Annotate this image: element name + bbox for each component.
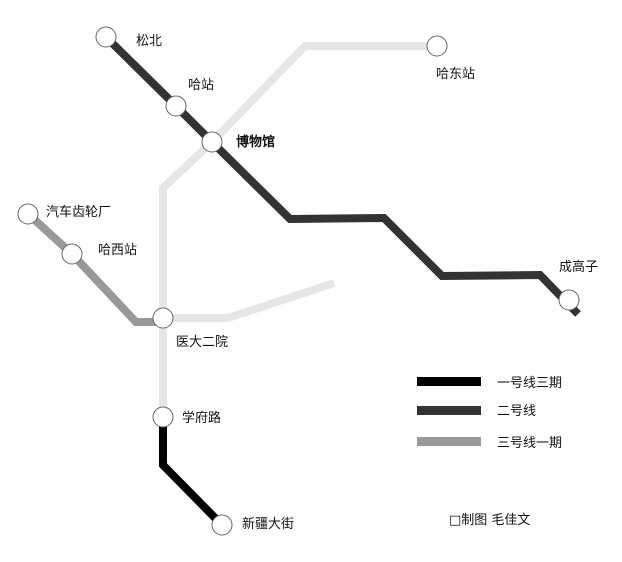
station-label: 学府路 [182, 410, 221, 426]
station-hadongzhan[interactable]: 哈东站 [426, 35, 475, 82]
legend-label-line3-phase1: 三号线一期 [497, 436, 562, 451]
legend-swatch-line2 [417, 406, 481, 415]
station-label: 哈东站 [436, 67, 475, 82]
station-bowuguan[interactable]: 博物馆 [201, 131, 275, 153]
station-qichechilunchang[interactable]: 汽车齿轮厂 [17, 203, 111, 225]
legend-label-line2: 二号线 [497, 404, 536, 419]
station-songbei[interactable]: 松北 [95, 26, 162, 49]
legend-swatch-line1-phase3 [417, 377, 481, 386]
station-xinjiangdajie[interactable]: 新疆大街 [211, 514, 294, 536]
route-line3-phase1 [23, 209, 163, 326]
legend: 一号线三期 二号线 三号线一期 [417, 376, 562, 451]
legend-item-line1-phase3: 一号线三期 [417, 376, 562, 391]
route-future-east-branch [163, 279, 336, 322]
station-hazhan[interactable]: 哈站 [165, 78, 214, 117]
legend-swatch-line3-phase1 [417, 437, 481, 446]
legend-item-line2: 二号线 [417, 404, 536, 419]
station-label: 哈西站 [98, 243, 137, 258]
station-xuefulu[interactable]: 学府路 [152, 406, 221, 428]
map-credit: □制图 毛佳文 [449, 513, 530, 528]
route-line1-phase3 [159, 417, 225, 528]
station-label: 汽车齿轮厂 [46, 204, 111, 220]
station-label: 成高子 [559, 259, 598, 275]
legend-item-line3-phase1: 三号线一期 [417, 436, 562, 451]
station-label: 博物馆 [236, 134, 275, 150]
station-yidaeryuan[interactable]: 医大二院 [152, 307, 228, 350]
station-label: 新疆大街 [242, 516, 294, 532]
station-label: 医大二院 [176, 335, 228, 350]
station-chenggaozi[interactable]: 成高子 [558, 259, 598, 311]
station-label: 哈站 [188, 78, 214, 93]
legend-label-line1-phase3: 一号线三期 [497, 376, 562, 391]
station-haxizhan[interactable]: 哈西站 [61, 243, 137, 265]
station-label: 松北 [136, 34, 162, 49]
